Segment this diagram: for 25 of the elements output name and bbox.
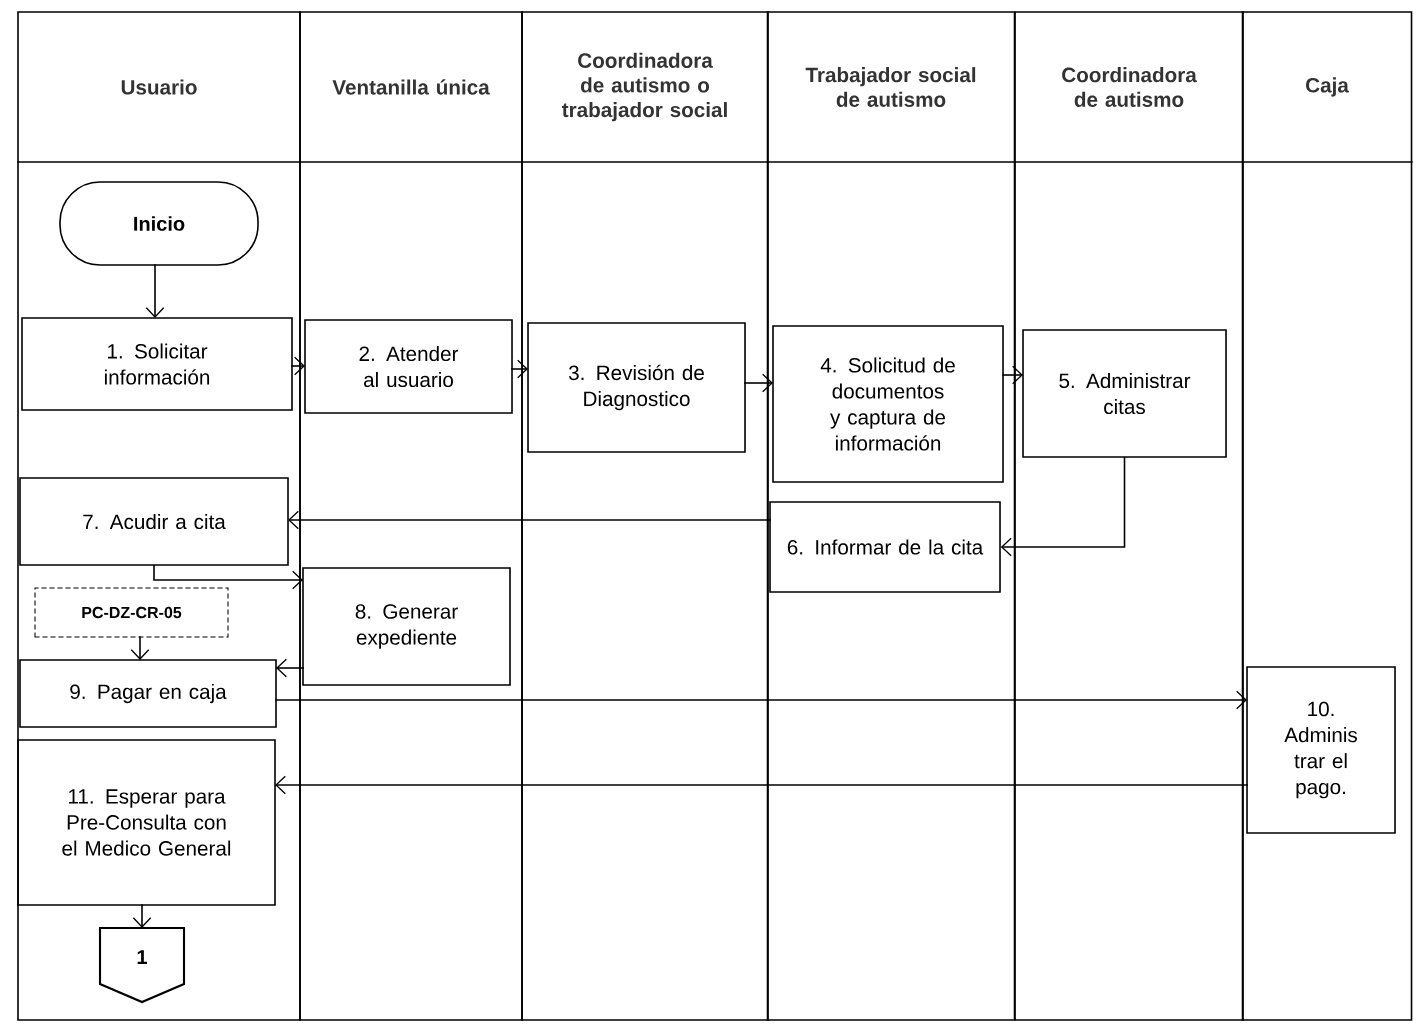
process-box: 4. Solicitud de documentos y captura de información	[772, 325, 1004, 483]
process-box: 11. Esperar para Pre-Consulta con el Medico General	[17, 739, 276, 906]
arrow	[275, 690, 1247, 710]
arrow	[145, 264, 165, 318]
reference-box: PC-DZ-CR-05	[34, 587, 229, 638]
arrow	[132, 904, 152, 928]
terminal-box: Inicio	[59, 181, 259, 266]
process-box: 10. Adminis trar el pago.	[1246, 666, 1396, 834]
arrow	[130, 636, 150, 660]
process-box: 1. Solicitar información	[21, 317, 293, 411]
process-box: 6. Informar de la cita	[769, 501, 1001, 593]
arrow	[1002, 365, 1023, 385]
process-box: 7. Acudir a cita	[19, 477, 289, 566]
arrow	[276, 658, 304, 678]
arrow	[1000, 457, 1126, 557]
arrow	[744, 373, 773, 393]
off-page-connector: 1	[98, 926, 186, 1004]
process-box: 9. Pagar en caja	[19, 659, 277, 728]
arrow	[288, 510, 771, 530]
process-box: 8. Generar expediente	[302, 567, 511, 686]
process-box: 5. Administrar citas	[1022, 329, 1227, 458]
process-box: 3. Revisión de Diagnostico	[527, 322, 746, 453]
arrow	[275, 775, 1248, 795]
process-box: 2. Atender al usuario	[304, 319, 513, 414]
arrow	[153, 565, 303, 590]
